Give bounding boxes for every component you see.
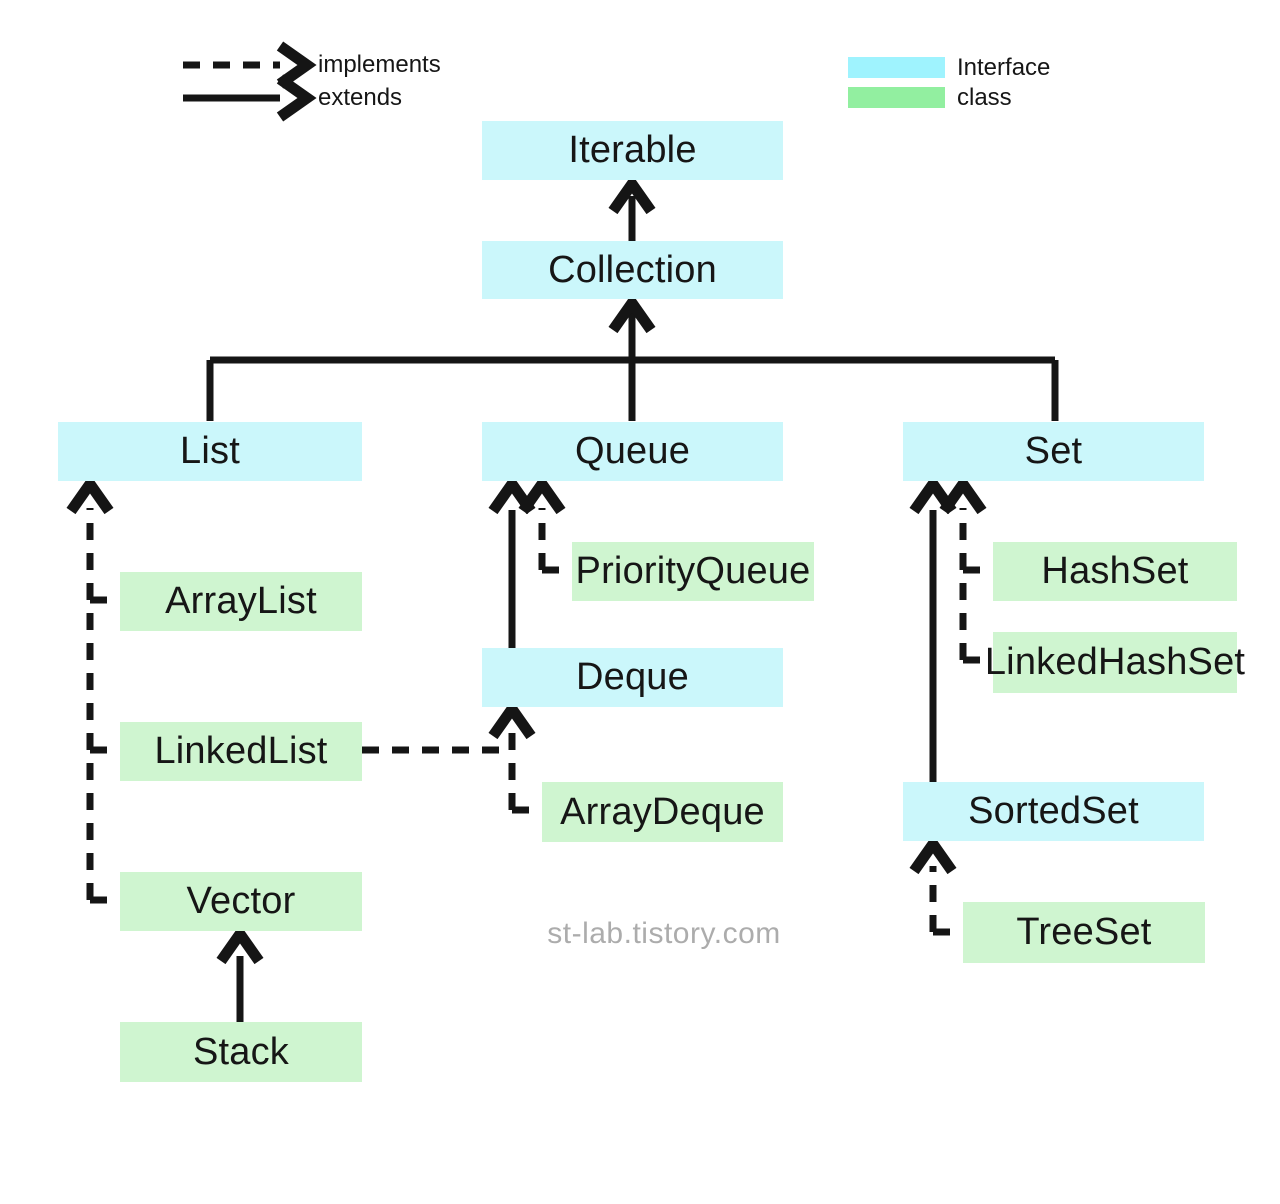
edge-sortedset-extends-set [909, 474, 957, 783]
node-list: List [58, 422, 362, 481]
node-queue: Queue [482, 422, 783, 481]
node-arraydeque: ArrayDeque [542, 782, 783, 842]
interface-swatch [848, 57, 945, 78]
node-set: Set [903, 422, 1204, 481]
edge-treeset-implements-sortedset [909, 834, 963, 936]
watermark: st-lab.tistory.com [547, 917, 781, 950]
node-collection: Collection [482, 241, 783, 299]
class-swatch [848, 87, 945, 108]
edge-children-extend-collection-bus [206, 293, 1059, 421]
edge-priorityqueue-implements-queue [518, 474, 572, 574]
node-linkedhashset: LinkedHashSet [985, 632, 1245, 693]
legend-interface-label: Interface [957, 54, 1051, 81]
edge-deque-implementations [362, 699, 542, 814]
legend-class-label: class [957, 84, 1012, 111]
legend-extends-label: extends [318, 84, 403, 111]
node-stack: Stack [120, 1022, 362, 1082]
node-vector: Vector [120, 872, 362, 931]
edge-set-implementations [939, 474, 993, 664]
node-treeset: TreeSet [963, 902, 1205, 963]
node-linkedlist: LinkedList [120, 722, 362, 781]
node-hashset: HashSet [993, 542, 1237, 601]
edge-collection-extends-iterable [608, 174, 656, 243]
node-iterable: Iterable [482, 121, 783, 180]
node-priorityqueue: PriorityQueue [572, 542, 814, 601]
legend-extends-arrow [183, 74, 317, 122]
node-arraylist: ArrayList [120, 572, 362, 631]
edge-list-implementations [66, 474, 120, 904]
edge-stack-extends-vector [216, 924, 264, 1022]
legend-implements-arrow [183, 41, 317, 89]
node-sortedset: SortedSet [903, 782, 1204, 841]
node-deque: Deque [482, 648, 783, 707]
legend-implements-label: implements [318, 51, 441, 78]
